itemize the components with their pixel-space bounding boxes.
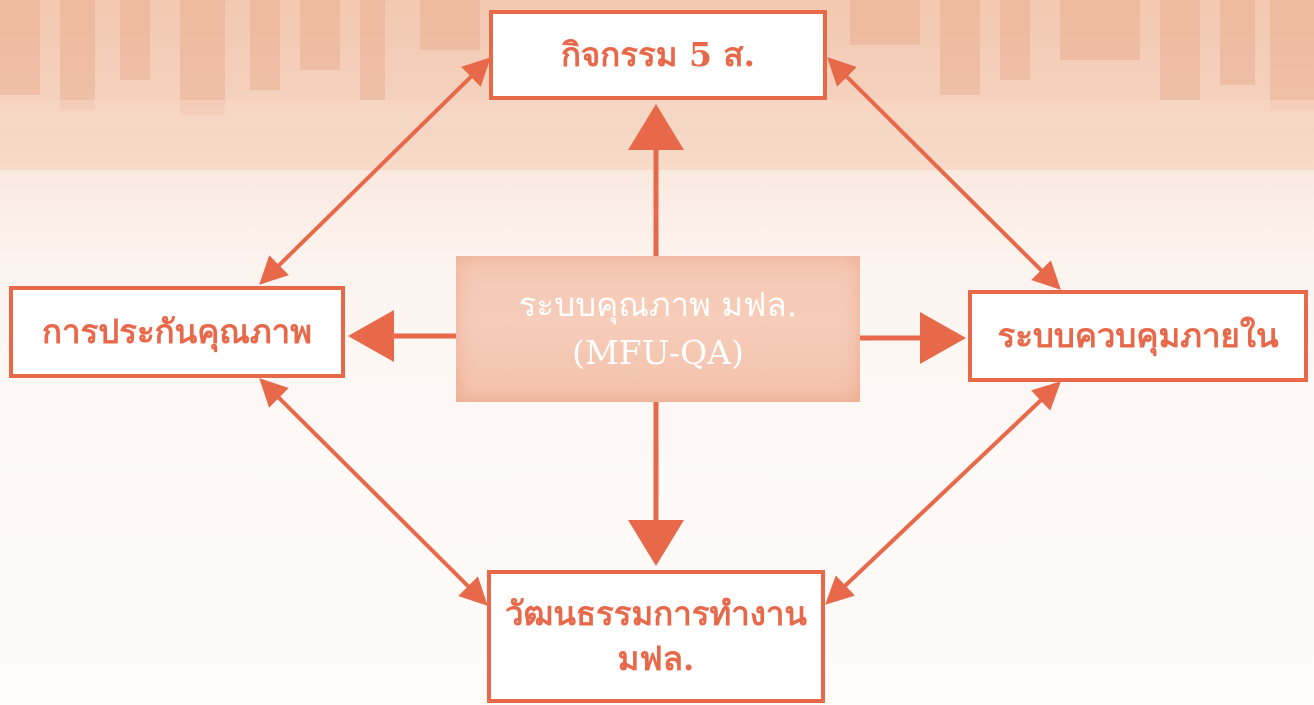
node-quality-assurance: การประกันคุณภาพ <box>9 286 345 378</box>
arrow-bottom-left-diagonal <box>259 378 488 606</box>
center-quality-system: ระบบคุณภาพ มฟล. (MFU-QA) <box>456 256 860 402</box>
node-5s-activity-label: กิจกรรม 5 ส. <box>560 34 756 74</box>
node-internal-control-label: ระบบควบคุมภายใน <box>997 315 1279 355</box>
center-quality-system-title: ระบบคุณภาพ มฟล. <box>518 285 798 325</box>
arrow-center-to-top <box>628 104 684 256</box>
arrow-bottom-right-diagonal <box>825 381 1061 605</box>
arrow-top-left-diagonal <box>259 57 491 285</box>
arrow-center-to-left <box>348 310 456 362</box>
node-work-culture-label-line1: วัฒนธรรมการทำงาน <box>505 593 807 633</box>
node-internal-control: ระบบควบคุมภายใน <box>968 290 1308 382</box>
node-work-culture-label-line2: มฟล. <box>617 638 695 678</box>
node-5s-activity: กิจกรรม 5 ส. <box>489 10 827 100</box>
arrow-top-right-diagonal <box>827 57 1061 290</box>
arrow-center-to-right <box>860 312 966 364</box>
node-quality-assurance-label: การประกันคุณภาพ <box>42 311 312 351</box>
arrow-center-to-bottom <box>628 402 684 566</box>
node-work-culture: วัฒนธรรมการทำงาน มฟล. <box>487 570 825 703</box>
center-quality-system-abbrev: (MFU-QA) <box>572 333 744 372</box>
